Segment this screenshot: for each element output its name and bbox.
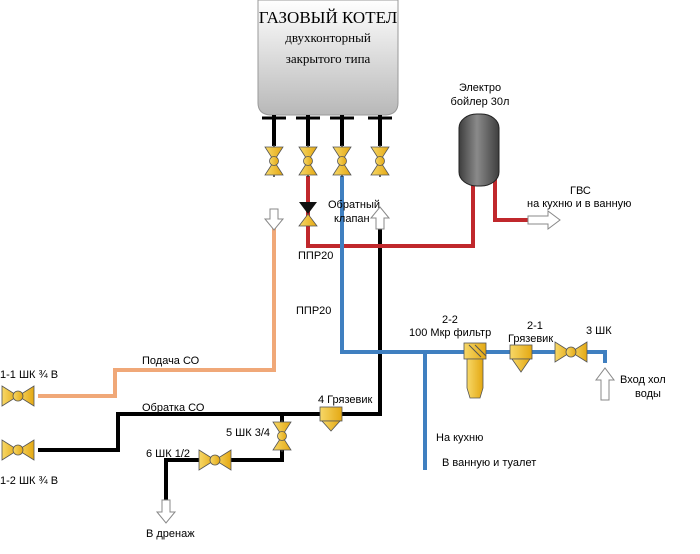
valve-1-1-label: 1-1 ШК ¾ В <box>0 369 59 381</box>
drain-label: В дренаж <box>146 528 195 540</box>
boiler-valve-return[interactable] <box>370 144 390 178</box>
boiler-subtitle-1: двухконторный <box>285 30 371 45</box>
check-valve-label-2: клапан <box>334 213 370 225</box>
electro-boiler-tank <box>458 113 500 187</box>
check-valve-label-1: Обратный <box>328 199 381 211</box>
ppr-label-upper: ППР20 <box>298 250 334 262</box>
valve-6[interactable] <box>198 449 232 471</box>
inlet-label-2: воды <box>635 388 661 400</box>
inlet-label-1: Вход хол <box>620 374 666 386</box>
fine-filter[interactable] <box>463 342 487 399</box>
return-co-pipe <box>38 215 382 452</box>
supply-arrow-down-icon <box>263 208 285 231</box>
gvs-arrow-right-icon <box>527 210 561 230</box>
boiler-connectors <box>262 115 392 146</box>
supply-co-label: Подача СО <box>142 355 200 367</box>
electro-boiler-label-1: Электро <box>458 82 502 94</box>
boiler-valve-hot[interactable] <box>298 144 318 178</box>
boiler-subtitle-2: закрытого типа <box>285 51 371 66</box>
strainer-4-label: 4 Грязевик <box>318 394 373 406</box>
to-bathroom-label: В ванную и туалет <box>442 457 537 469</box>
filter-name: 100 Мкр фильтр <box>409 327 492 339</box>
gvs-destination-label: на кухню и в ванную <box>527 198 632 210</box>
gvs-label: ГВС <box>570 185 591 197</box>
valve-1-2[interactable] <box>1 439 35 461</box>
gas-boiler-body <box>257 0 399 116</box>
boiler-title: ГАЗОВЫЙ КОТЕЛ <box>258 8 398 27</box>
supply-co-pipe <box>38 226 276 398</box>
valve-6-label: 6 ШК 1/2 <box>146 448 191 460</box>
ppr-label-lower: ППР20 <box>296 305 332 317</box>
valve-3-label: 3 ШК <box>586 325 612 337</box>
drain-arrow-down-icon <box>155 499 177 524</box>
strainer-4[interactable] <box>319 406 343 432</box>
strainer-2-1-name: Грязевик <box>508 333 554 345</box>
valve-5[interactable] <box>272 419 292 453</box>
gvs-pipe <box>493 168 528 222</box>
boiler-valve-cold[interactable] <box>332 144 352 178</box>
strainer-2-1[interactable] <box>509 344 533 373</box>
valve-1-2-label: 1-2 ШК ¾ В <box>0 475 59 487</box>
to-kitchen-label: На кухню <box>436 432 484 444</box>
valve-1-1[interactable] <box>1 385 35 407</box>
check-valve[interactable] <box>298 202 318 227</box>
inlet-arrow-up-icon <box>595 367 615 401</box>
valve-3[interactable] <box>554 341 588 363</box>
return-arrow-up-icon <box>369 206 391 230</box>
filter-number: 2-2 <box>442 314 458 326</box>
strainer-2-1-number: 2-1 <box>527 320 543 332</box>
return-co-label: Обратка СО <box>142 402 205 414</box>
boiler-valve-supply[interactable] <box>264 144 284 178</box>
electro-boiler-label-2: бойлер 30л <box>450 96 510 108</box>
valve-5-label: 5 ШК 3/4 <box>226 427 271 439</box>
